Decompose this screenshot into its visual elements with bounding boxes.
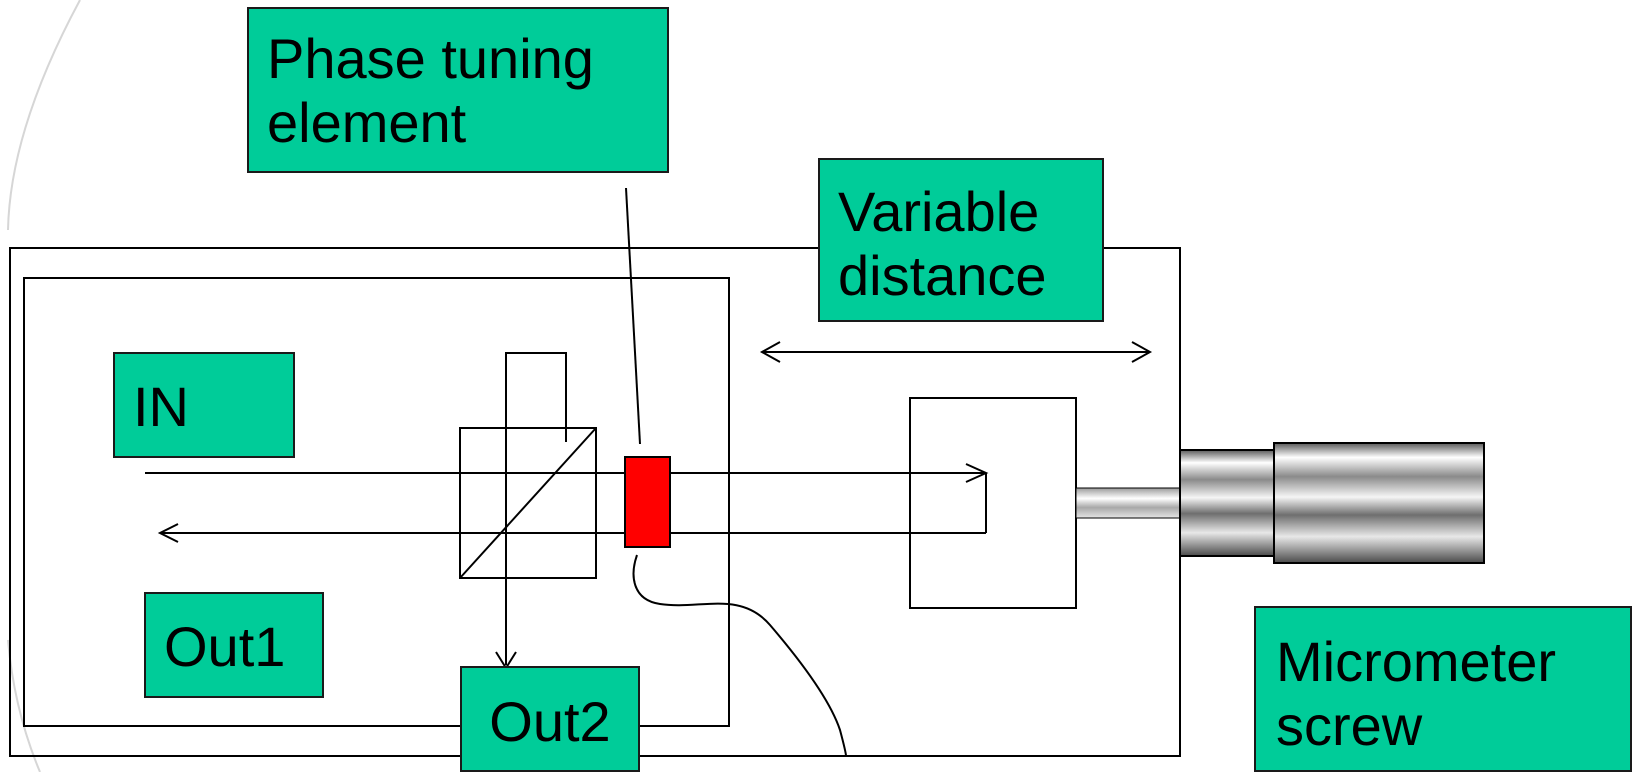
variable-distance-label: Variable distance [818,158,1104,322]
micrometer-screw [1075,442,1485,564]
phase-tuning-element [624,456,671,548]
beam-splitter [459,427,597,579]
return-beam-arrowhead [157,523,179,543]
control-cable [632,554,847,757]
out2-port-label: Out2 [460,666,640,772]
out1-port-label: Out1 [144,592,324,698]
phase-tuning-leader-line [625,187,641,445]
phase-tuning-element-label: Phase tuning element [247,7,669,173]
in-port-label: IN [113,352,295,458]
reference-arm-path [505,352,567,665]
inner-interferometer-box [23,277,730,727]
background-arcs [7,0,81,772]
moving-mirror-box [909,397,1077,609]
variable-distance-arrow [759,341,1153,363]
micrometer-screw-label: Micrometer screw [1254,606,1632,772]
